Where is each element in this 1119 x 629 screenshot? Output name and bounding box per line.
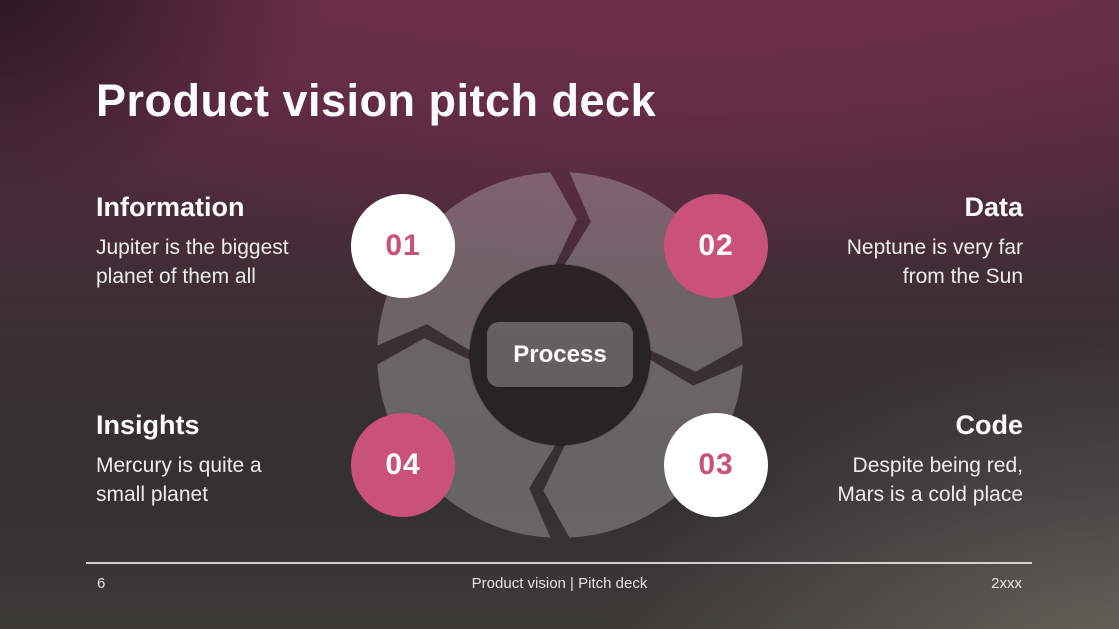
step-description-line: from the Sun [902,265,1023,289]
number-circle-01: 01 [351,194,455,298]
step-title-insights: Insights [96,410,200,440]
slide-title: Product vision pitch deck [96,75,657,126]
step-number: 03 [698,448,734,481]
step-description-line: planet of them all [96,265,256,289]
process-label: Process [513,340,607,368]
step-block-data: Data Neptune is very far from the Sun [733,192,1023,292]
step-block-code: Code Despite being red, Mars is a cold p… [733,410,1023,510]
footer-year: 2xxx [991,575,1022,592]
step-description-code: Despite being red, Mars is a cold place [733,452,1023,510]
step-description-line: Neptune is very far [846,236,1023,260]
process-cycle-diagram [377,172,743,538]
step-description-line: Despite being red, [852,454,1023,478]
cycle-center-hole [468,263,652,447]
step-number: 01 [385,229,421,262]
footer-divider [86,562,1032,564]
step-description-insights: Mercury is quite a small planet [96,452,386,510]
step-title-data: Data [964,192,1023,222]
step-description-line: Mercury is quite a [96,454,262,478]
step-block-insights: Insights Mercury is quite a small planet [96,410,386,510]
cycle-arrow-segment [377,172,577,351]
number-circle-04: 04 [351,413,455,517]
step-block-information: Information Jupiter is the biggest plane… [96,192,386,292]
footer-deck-title: Product vision | Pitch deck [471,575,648,592]
step-title-code: Code [955,410,1024,440]
process-label-pill: Process [487,322,633,387]
step-number: 02 [698,229,734,262]
number-circle-02: 02 [664,194,768,298]
footer-page-number: 6 [97,575,106,592]
step-number: 04 [385,448,421,481]
step-description-information: Jupiter is the biggest planet of them al… [96,234,386,292]
step-title-information: Information [96,192,245,222]
step-description-line: small planet [96,483,209,507]
step-description-line: Jupiter is the biggest [96,236,289,260]
number-circle-03: 03 [664,413,768,517]
step-description-line: Mars is a cold place [837,483,1023,507]
step-description-data: Neptune is very far from the Sun [733,234,1023,292]
